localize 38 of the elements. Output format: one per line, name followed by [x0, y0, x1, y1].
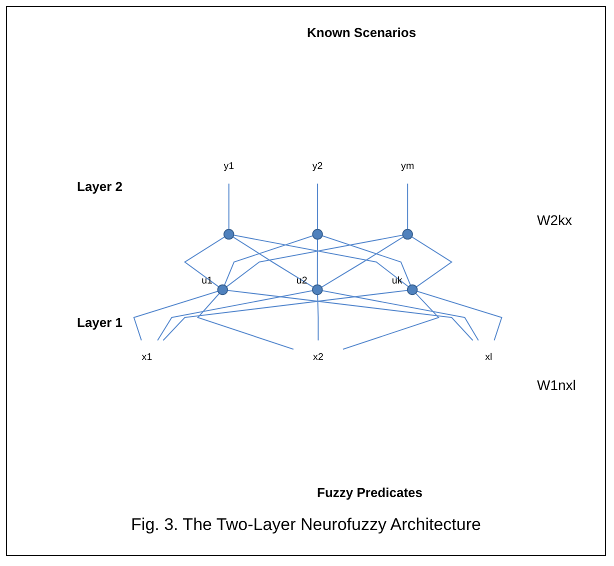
variable-label: x2: [313, 351, 324, 363]
connection-line: [322, 290, 479, 341]
variable-label: x1: [142, 351, 152, 363]
variable-label: ym: [401, 160, 414, 172]
connection-line: [232, 236, 314, 288]
connection-line: [196, 293, 294, 350]
connection-line: [162, 290, 408, 341]
connection-line: [317, 294, 319, 340]
connection-line: [157, 290, 313, 341]
connection-line: [227, 290, 474, 341]
variable-label: y2: [312, 160, 323, 172]
caption: Fig. 3. The Two-Layer Neurofuzzy Architecture: [130, 515, 482, 535]
connection-line: [133, 290, 218, 340]
connection-line: [184, 236, 225, 288]
unit-label: u1: [202, 276, 212, 287]
neuron-circle: [406, 284, 418, 296]
layer-label: Known Scenarios: [307, 25, 416, 40]
connection-line: [317, 184, 318, 230]
neuron-circle: [402, 228, 413, 240]
neuron-circle: [312, 228, 323, 240]
neuron-circle: [223, 228, 234, 240]
connection-line: [228, 184, 230, 230]
connection-line: [342, 292, 440, 350]
weight-label: W1nxl: [537, 377, 576, 393]
connection-line: [407, 184, 408, 230]
neuron-circle: [312, 284, 323, 296]
variable-label: xl: [485, 351, 492, 363]
variable-label: y1: [224, 160, 234, 172]
layer-label: Layer 2: [77, 179, 123, 194]
connection-line: [316, 239, 318, 285]
neuron-circle: [217, 284, 228, 296]
layer-label: Layer 1: [77, 315, 123, 330]
layer-label: Fuzzy Predicates: [317, 485, 422, 500]
connection-line: [224, 235, 314, 286]
connection-line: [411, 236, 453, 288]
weight-label: W2kx: [537, 212, 572, 228]
unit-label: uk: [392, 276, 402, 287]
connection-line: [416, 290, 502, 340]
